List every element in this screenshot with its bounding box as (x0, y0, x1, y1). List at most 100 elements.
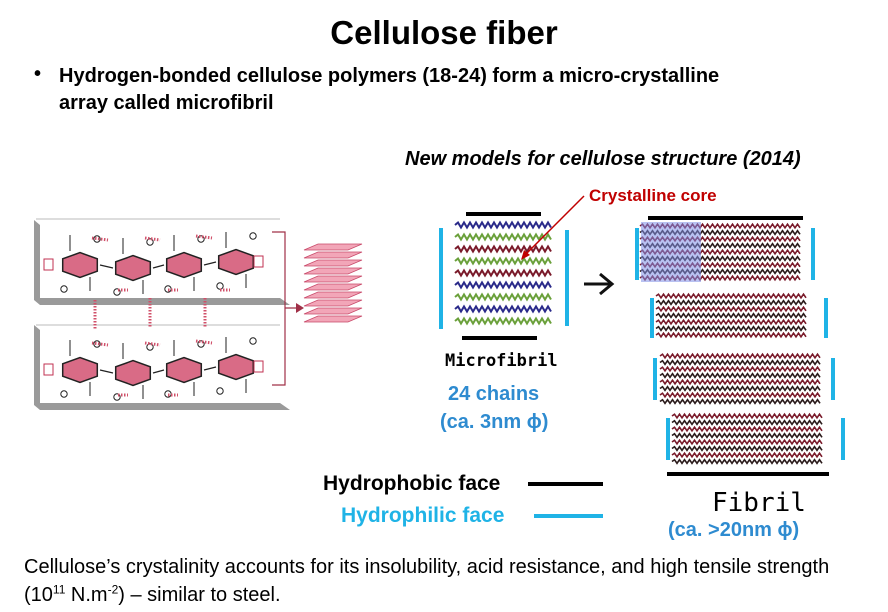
cellulose-chain (454, 256, 552, 266)
fibril-chain (639, 235, 801, 243)
glycosidic-bond (152, 369, 165, 374)
fibril-chain (655, 318, 807, 326)
cellulose-chain (454, 316, 552, 326)
cellulose-chain (454, 232, 552, 242)
core-pointer-line (524, 195, 585, 256)
hydrogen-bond (195, 339, 213, 345)
fibril-chain (671, 445, 823, 452)
fibril-chain (659, 391, 821, 399)
cellulose-chain (454, 304, 552, 314)
core-pointer-arrow-icon (521, 250, 530, 260)
terminal-marker (253, 255, 264, 268)
hydrogen-bond (144, 236, 161, 242)
fibril-chain (639, 268, 801, 275)
fibril-label: Fibril (712, 488, 806, 518)
hydrogen-bond (91, 236, 109, 242)
terminal-marker (253, 360, 264, 373)
hydrogen-bond (91, 341, 109, 347)
conclusion-text: Cellulose’s crystalinity accounts for it… (24, 556, 830, 606)
oxygen-atom (216, 387, 224, 395)
models-subtitle: New models for cellulose structure (2014… (405, 148, 801, 170)
oxygen-atom (93, 235, 101, 243)
fibril-chain (639, 229, 801, 236)
glycosidic-bond (99, 369, 114, 374)
terminal-marker (43, 258, 54, 271)
fibril-chain (655, 312, 807, 319)
oxygen-atom (249, 337, 257, 345)
bullet-text: Hydrogen-bonded cellulose polymers (18-2… (59, 65, 720, 114)
fibril-chain (659, 372, 821, 379)
glycosidic-bond (99, 264, 114, 269)
cellulose-chain (454, 292, 552, 302)
fibril-chain (639, 255, 801, 262)
oxygen-atom (146, 343, 154, 351)
bullet-marker: • (34, 63, 42, 85)
oxygen-atom (146, 238, 154, 246)
stacked-sheet (303, 307, 363, 315)
microfibril-label: Microfibril (445, 351, 558, 371)
structure-bracket (272, 231, 296, 386)
fibril-chain (655, 299, 807, 306)
stacked-sheet (303, 243, 363, 251)
fibril-chain (671, 451, 823, 459)
terminal-marker (43, 363, 54, 376)
cellulose-chain (454, 244, 552, 254)
stacked-sheet (303, 259, 363, 267)
fibril-chain (659, 365, 821, 373)
oxygen-atom (60, 285, 68, 293)
fibril-chain (671, 412, 823, 420)
fibril-chain (659, 385, 821, 392)
crystalline-core-highlight (641, 222, 701, 282)
stacked-sheet (303, 283, 363, 291)
hydrophobic-face-label: Hydrophobic face (323, 472, 501, 495)
crystalline-core-label: Crystalline core (589, 186, 717, 205)
fibril-chain (671, 432, 823, 439)
fibril-chain (671, 419, 823, 426)
fibril-chain (639, 261, 801, 269)
oxygen-atom (197, 340, 205, 348)
oxygen-atom (113, 393, 121, 401)
fibril-diameter-label: (ca. >20nm ϕ) (668, 519, 800, 541)
fibril-chain (639, 222, 801, 230)
fibril-chain (659, 359, 821, 366)
oxygen-atom (93, 340, 101, 348)
bracket-arrow-icon (296, 303, 304, 313)
glucose-ring (217, 248, 255, 276)
glycosidic-bond (203, 261, 217, 266)
hydrogen-bond (195, 234, 213, 240)
glucose-ring (165, 356, 203, 384)
stacked-sheet (303, 251, 363, 259)
fibril-chain (639, 274, 801, 282)
slide-title: Cellulose fiber (330, 14, 558, 51)
fibril-chain (655, 325, 807, 332)
stacked-sheet (303, 315, 363, 323)
glycosidic-bond (152, 264, 165, 269)
glucose-ring (217, 353, 255, 381)
glucose-ring (165, 251, 203, 279)
glucose-ring (61, 251, 99, 279)
glucose-ring (114, 359, 152, 387)
fibril-chain (659, 352, 821, 360)
chains-count-label: 24 chains (448, 383, 540, 405)
oxygen-atom (197, 235, 205, 243)
right-arrow-icon (599, 272, 615, 296)
cellulose-chain (454, 220, 552, 230)
stacked-sheet (303, 299, 363, 307)
stacked-sheet (303, 275, 363, 283)
glucose-ring (114, 254, 152, 282)
oxygen-atom (113, 288, 121, 296)
fibril-chain (639, 248, 801, 256)
oxygen-atom (216, 282, 224, 290)
stacked-sheet (303, 291, 363, 299)
fibril-chain (659, 398, 821, 405)
fibril-chain (639, 242, 801, 249)
fibril-chain (655, 331, 807, 339)
fibril-chain (659, 378, 821, 386)
fibril-chain (655, 292, 807, 300)
fibril-chain (671, 458, 823, 465)
glucose-ring (61, 356, 99, 384)
stacked-sheet (303, 267, 363, 275)
fibril-chain (671, 438, 823, 446)
oxygen-atom (164, 390, 172, 398)
cellulose-chain (454, 280, 552, 290)
